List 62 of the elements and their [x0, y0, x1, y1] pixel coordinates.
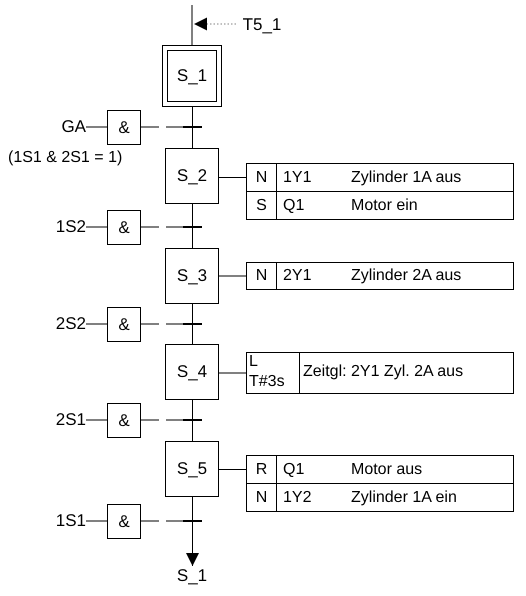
- action-qualifier: L: [249, 353, 258, 371]
- connector-line: [140, 126, 184, 128]
- action-variable: T#3s: [249, 373, 285, 391]
- connector-line: [86, 126, 108, 128]
- action-variable: Q1: [283, 460, 304, 478]
- action-variable: 2Y1: [283, 267, 312, 285]
- connector-line: [192, 228, 193, 248]
- action-block: [246, 163, 514, 192]
- connector-line: [192, 324, 193, 344]
- and-block: &: [107, 110, 141, 145]
- connector-line: [140, 226, 184, 228]
- connector-line: [86, 226, 108, 228]
- step-box: S_4: [165, 344, 219, 400]
- and-block: &: [107, 307, 141, 342]
- signal-label: 1S1: [40, 512, 86, 530]
- action-comment: Zylinder 2A aus: [351, 267, 462, 285]
- condition-note: (1S1 & 2S1 = 1): [8, 149, 122, 167]
- connector-line: [140, 520, 184, 522]
- action-comment: Zeitgl: 2Y1 Zyl. 2A aus: [303, 363, 464, 381]
- signal-label: S_1: [172, 566, 212, 586]
- and-block: &: [107, 504, 141, 539]
- signal-label: 2S2: [40, 315, 86, 333]
- connector-line: [192, 106, 193, 126]
- step-box: S_3: [165, 248, 219, 304]
- action-qualifier: S: [255, 196, 268, 214]
- signal-label: T5_1: [236, 15, 288, 33]
- step-box: S_5: [165, 441, 219, 497]
- connector-line: [192, 420, 193, 442]
- connector-line: [218, 372, 246, 374]
- action-variable: Q1: [283, 196, 304, 214]
- action-variable: 1Y1: [283, 168, 312, 186]
- action-comment: Motor aus: [351, 460, 422, 478]
- action-comment: Motor ein: [351, 196, 418, 214]
- action-block: [246, 191, 514, 220]
- action-qualifier: N: [254, 168, 268, 186]
- action-variable: 1Y2: [283, 488, 312, 506]
- connector-line: [218, 177, 246, 178]
- signal-label: 1S2: [40, 218, 86, 236]
- connector-line: [192, 496, 193, 520]
- action-block: [246, 262, 514, 290]
- connector-line: [192, 204, 193, 226]
- connector-line: [86, 520, 108, 522]
- action-comment: Zylinder 1A aus: [351, 168, 462, 186]
- initial-step-box: S_1: [162, 45, 222, 107]
- action-comment: Zylinder 1A ein: [351, 488, 457, 506]
- step-box: S_2: [165, 148, 219, 204]
- connector-line: [192, 400, 193, 420]
- connector-line: [192, 128, 193, 148]
- and-block: &: [107, 210, 141, 245]
- action-qualifier: N: [254, 488, 268, 506]
- action-block: [246, 455, 514, 484]
- action-block: [246, 352, 514, 394]
- arrow: [194, 18, 236, 30]
- signal-label: 2S1: [40, 411, 86, 429]
- action-qualifier: N: [254, 267, 268, 285]
- and-block: &: [107, 403, 141, 438]
- signal-label: GA: [44, 118, 86, 136]
- action-block: [246, 483, 514, 512]
- arrow: [186, 522, 199, 566]
- action-qualifier: R: [254, 460, 268, 478]
- connector-line: [218, 469, 246, 470]
- connector-line: [192, 304, 193, 324]
